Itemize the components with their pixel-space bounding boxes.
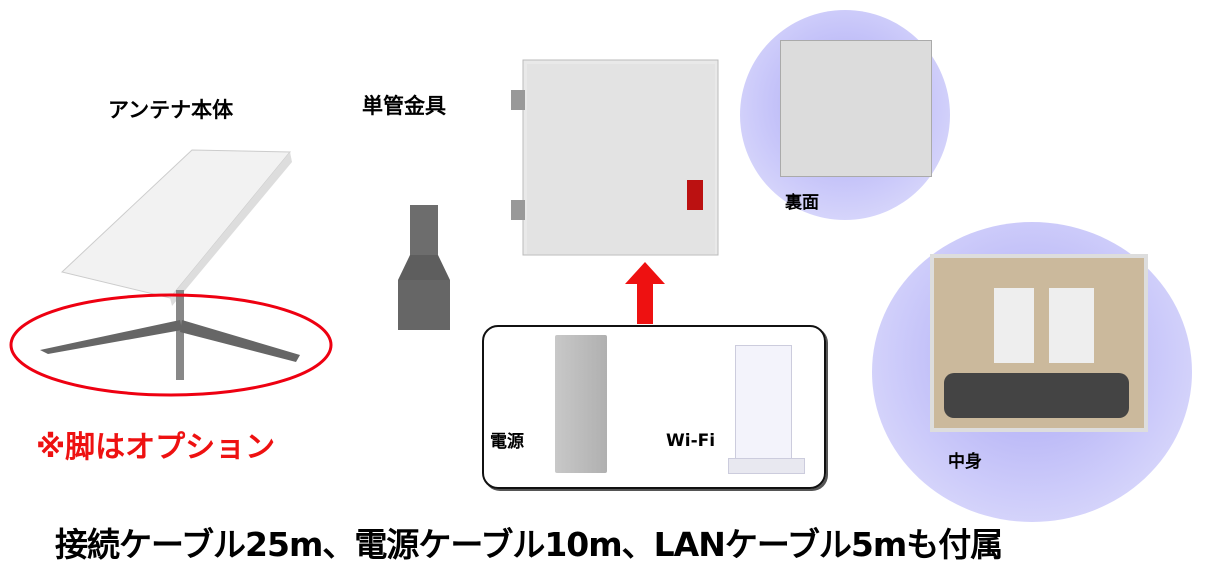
antenna-image bbox=[9, 149, 333, 397]
pole-mount-image bbox=[398, 205, 450, 330]
back-label: 裏面 bbox=[785, 193, 819, 213]
wifi-router-image bbox=[735, 345, 792, 465]
inside-component bbox=[994, 288, 1034, 363]
back-view-circle: 裏面 bbox=[740, 10, 950, 220]
power-unit-image bbox=[555, 335, 607, 473]
back-view-image bbox=[780, 40, 932, 177]
power-label: 電源 bbox=[490, 432, 524, 452]
wifi-label: Wi-Fi bbox=[666, 431, 716, 451]
inside-cables bbox=[944, 373, 1129, 418]
router-panel bbox=[482, 325, 826, 489]
arrow-up-icon bbox=[625, 262, 665, 324]
inside-view-circle: 中身 bbox=[872, 222, 1192, 522]
wifi-router-stand bbox=[728, 458, 805, 474]
inside-label: 中身 bbox=[948, 452, 982, 472]
inside-component bbox=[1049, 288, 1094, 363]
antenna-label: アンテナ本体 bbox=[108, 98, 234, 122]
legs-optional-note: ※脚はオプション bbox=[36, 430, 276, 465]
inside-view-image bbox=[930, 254, 1148, 432]
footer-caption: 接続ケーブル25m、電源ケーブル10m、LANケーブル5mも付属 bbox=[55, 525, 1003, 564]
enclosure-box-image bbox=[511, 59, 719, 256]
legs-highlight-ellipse bbox=[9, 293, 333, 397]
pole-mount-label: 単管金具 bbox=[362, 94, 446, 118]
